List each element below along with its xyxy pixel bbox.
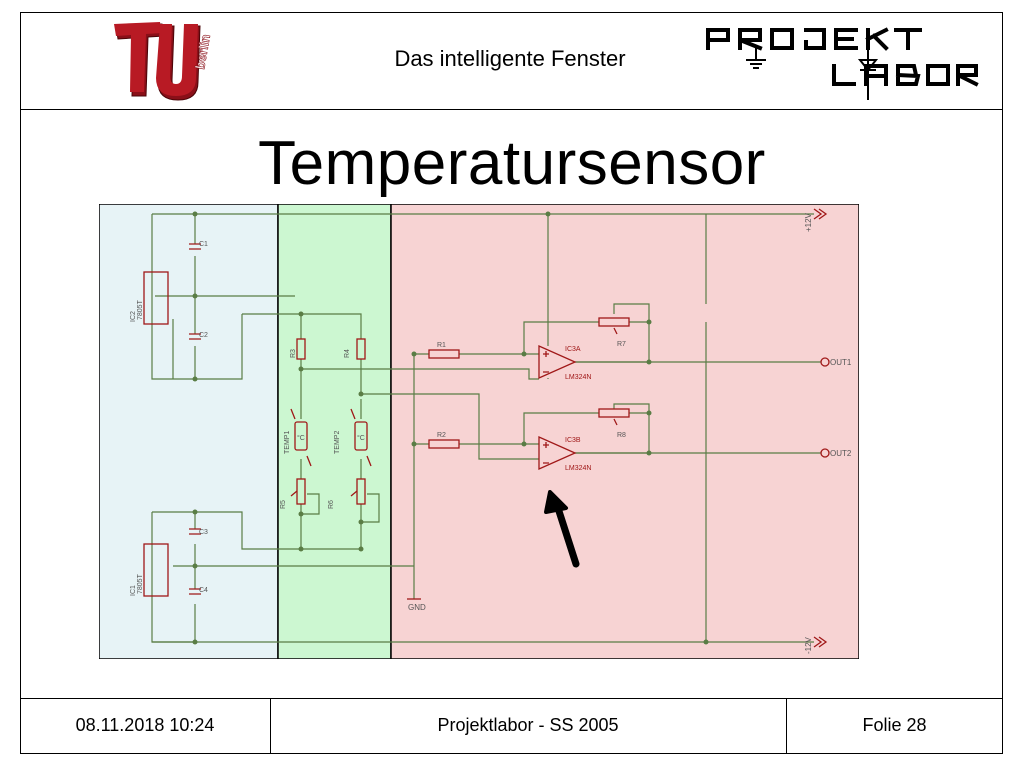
footer-divider — [20, 698, 1003, 699]
junction-dots — [192, 211, 709, 645]
r8-label: R8 — [617, 432, 626, 439]
r3-label: R3 — [290, 349, 297, 358]
footer-course: Projektlabor - SS 2005 — [437, 715, 619, 735]
slide-title: Temperatursensor — [258, 129, 766, 198]
out1-label: OUT1 — [830, 358, 852, 367]
c2-label: C2 — [199, 332, 208, 339]
c3-label: C3 — [199, 529, 208, 536]
ic3b-label: IC3B — [565, 437, 581, 444]
gnd-label: GND — [408, 603, 426, 612]
temp2-unit: °C — [357, 434, 365, 442]
ic2-type-label: 7805T — [137, 299, 144, 320]
ic3b-type-label: LM324N — [565, 465, 591, 472]
temp1-label: TEMP1 — [284, 431, 291, 454]
ic1-label: IC1 — [130, 585, 137, 596]
header-title: Das intelligente Fenster — [394, 46, 626, 71]
c4-label: C4 — [199, 587, 208, 594]
r4-label: R4 — [344, 349, 351, 358]
r2-label: R2 — [437, 432, 446, 439]
opamp-ic3a — [538, 344, 577, 380]
circuit-schematic: +12V -12V GND OUT1 OUT2 IC2 7805T IC1 78… — [99, 204, 859, 659]
sensor-zone — [277, 204, 392, 659]
ic3a-type-label: LM324N — [565, 374, 591, 381]
footer-divider-right — [786, 698, 787, 754]
tu-berlin-logo: berlin — [114, 22, 213, 101]
r6-label: R6 — [328, 500, 335, 509]
opamp-ic3b — [538, 435, 577, 471]
slide-frame — [20, 12, 1003, 754]
out2-label: OUT2 — [830, 449, 852, 458]
svg-text:berlin: berlin — [192, 33, 213, 71]
ic1-type-label: 7805T — [137, 573, 144, 594]
c1-label: C1 — [199, 241, 208, 248]
r1-label: R1 — [437, 342, 446, 349]
footer-date: 08.11.2018 10:24 — [75, 715, 215, 735]
amplifier-zone — [390, 204, 859, 659]
temp2-label: TEMP2 — [334, 431, 341, 454]
plus12v-label: +12V — [804, 212, 813, 232]
ic1-regulator — [143, 543, 169, 597]
projektlabor-logo — [706, 27, 979, 100]
ic3a-label: IC3A — [565, 346, 581, 353]
ic2-label: IC2 — [130, 311, 137, 322]
r7-label: R7 — [617, 341, 626, 348]
r5-label: R5 — [280, 500, 287, 509]
footer-divider-left — [270, 698, 271, 754]
pointer-arrow-icon — [544, 490, 580, 568]
minus12v-label: -12V — [804, 636, 813, 654]
wires — [151, 213, 821, 643]
temp1-unit: °C — [297, 434, 305, 442]
footer-page-number: Folie 28 — [862, 715, 927, 735]
power-supply-zone — [99, 204, 279, 659]
ic2-regulator — [143, 271, 169, 325]
header-divider — [20, 109, 1003, 110]
components — [143, 208, 830, 648]
